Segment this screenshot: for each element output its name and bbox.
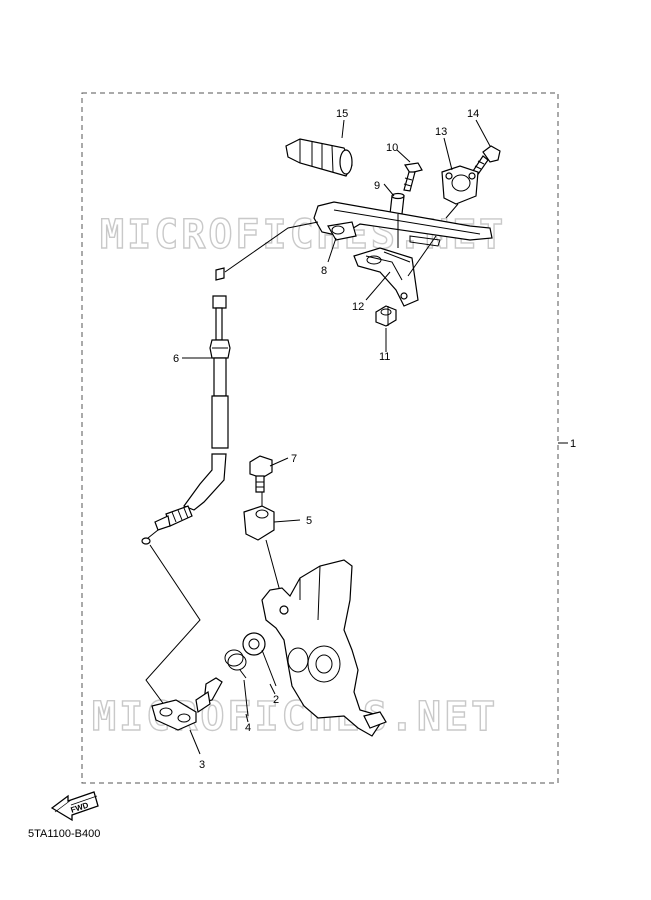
part-2-seal [242, 632, 266, 656]
crankcase [261, 559, 387, 737]
callout-8: 8 [321, 265, 327, 277]
callout-2: 2 [273, 694, 279, 706]
callout-14: 14 [467, 108, 479, 120]
callout-4: 4 [245, 722, 251, 734]
callout-12: 12 [352, 301, 364, 313]
callout-15: 15 [336, 108, 348, 120]
part-8-lever [313, 201, 493, 247]
part-15-plunger [285, 138, 353, 177]
part-6-cable [141, 221, 319, 545]
part-4-spring [224, 649, 247, 679]
diagram-code: 5TA1100-B400 [28, 828, 101, 840]
fwd-arrow-icon: FWD [50, 791, 99, 822]
callout-3: 3 [199, 759, 205, 771]
part-10-bolt [403, 162, 423, 192]
part-7-bolt [249, 455, 273, 493]
part-9-collar [389, 192, 405, 215]
part-3-shaft [151, 677, 223, 731]
part-11-nut [375, 305, 397, 327]
callout-9: 9 [374, 180, 380, 192]
part-5-holder [243, 505, 275, 541]
callout-7: 7 [291, 453, 297, 465]
watermark-bottom: MICROFICHES.NET [92, 694, 498, 740]
callout-13: 13 [435, 126, 447, 138]
callout-1: 1 [570, 438, 576, 450]
callout-11: 11 [379, 351, 390, 363]
callout-10: 10 [386, 142, 398, 154]
part-13-holder [441, 165, 479, 205]
callout-5: 5 [306, 515, 312, 527]
callout-6: 6 [173, 353, 179, 365]
assembly-border [81, 92, 559, 784]
